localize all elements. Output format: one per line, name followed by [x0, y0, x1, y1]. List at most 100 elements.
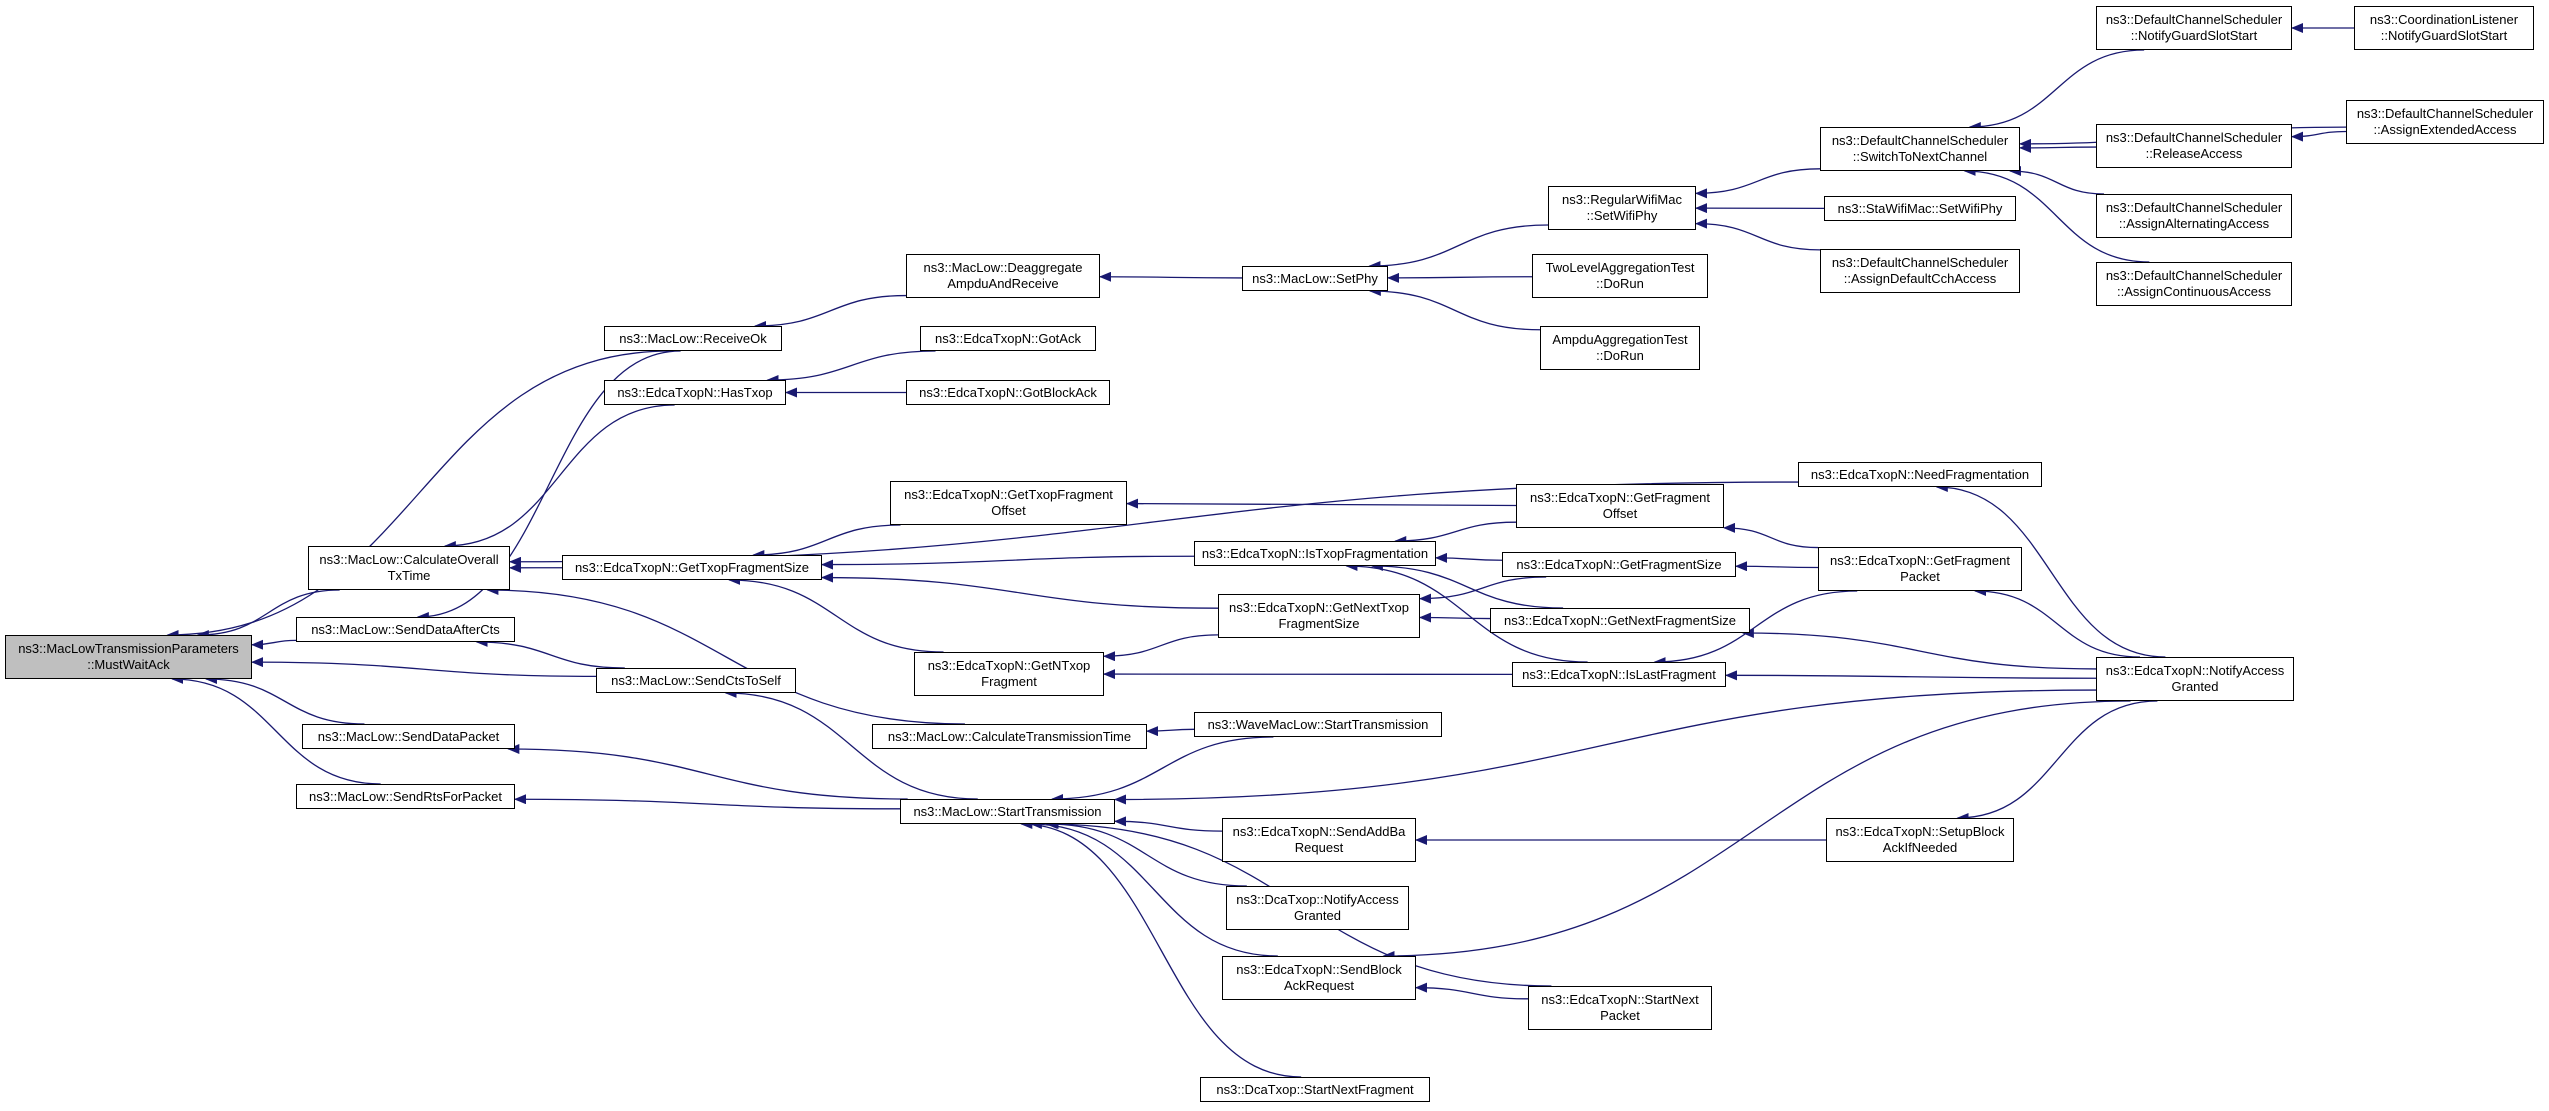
edge-calcTransmissionTime-to-calcOverallTxTime: [486, 585, 965, 725]
edge-startNextPacket-to-sendBlockAckRequest: [1415, 982, 1529, 1000]
edge-getFragmentSize-to-getNextTxopFragmentSize: [1419, 576, 1547, 604]
edge-sendAddBaRequest-to-startTransmission: [1114, 816, 1223, 832]
node-is-last-fragment[interactable]: ns3::EdcaTxopN::IsLastFragment: [1512, 662, 1726, 687]
edge-setPhy-to-deaggregate: [1099, 271, 1243, 282]
node-dca-start-next-fragment[interactable]: ns3::DcaTxop::StartNextFragment: [1200, 1077, 1430, 1102]
edge-isLastFragment-to-isTxopFragmentation: [1345, 561, 1588, 663]
node-is-txop-fragmentation[interactable]: ns3::EdcaTxopN::IsTxopFragmentation: [1194, 541, 1436, 566]
node-set-phy[interactable]: ns3::MacLow::SetPhy: [1242, 266, 1388, 291]
edge-startTransmission-to-sendCtsToSelf: [724, 688, 978, 800]
edge-notifyGuardSlotStart-to-switchToNextChannel: [1968, 49, 2145, 132]
node-release-access[interactable]: ns3::DefaultChannelScheduler::ReleaseAcc…: [2096, 124, 2292, 168]
node-assign-alternating-access[interactable]: ns3::DefaultChannelScheduler::AssignAlte…: [2096, 194, 2292, 238]
edge-calcOverallTxTime-to-root: [196, 589, 340, 640]
edge-startTransmission-to-sendDataPacket: [507, 744, 908, 800]
edge-releaseAccess-to-switchToNextChannel: [2019, 142, 2097, 153]
node-got-ack[interactable]: ns3::EdcaTxopN::GotAck: [920, 326, 1096, 351]
node-send-data-after-cts[interactable]: ns3::MacLow::SendDataAfterCts: [296, 617, 515, 642]
node-has-txop[interactable]: ns3::EdcaTxopN::HasTxop: [604, 380, 786, 405]
node-assign-extended-access[interactable]: ns3::DefaultChannelScheduler::AssignExte…: [2346, 100, 2544, 144]
edge-assignDefaultCchAccess-to-regularSetWifiPhy: [1695, 218, 1821, 251]
edge-getFragmentPacket-to-getFragmentOffset: [1723, 522, 1819, 549]
edge-getFragmentPacket-to-getFragmentSize: [1735, 561, 1819, 572]
edge-getFragmentSize-to-isTxopFragmentation: [1435, 552, 1503, 563]
edge-startTransmission-to-sendRtsForPacket: [514, 794, 901, 810]
edge-switchToNextChannel-to-regularSetWifiPhy: [1695, 168, 1821, 199]
edge-getFragmentOffset-to-isTxopFragmentation: [1394, 521, 1517, 546]
node-ampdu-aggregation-test-dorun[interactable]: AmpduAggregationTest::DoRun: [1540, 326, 1700, 370]
edge-getNextFragmentSize-to-getNextTxopFragmentSize: [1419, 612, 1491, 623]
edge-waveStartTransmission-to-calcTransmissionTime: [1146, 726, 1195, 737]
edge-dcaNotifyAccessGranted-to-startTransmission: [1046, 819, 1247, 887]
node-regular-wifi-mac-set-wifi-phy[interactable]: ns3::RegularWifiMac::SetWifiPhy: [1548, 186, 1696, 230]
edge-edcaNotifyAccessGranted-to-getNextFragmentSize: [1741, 628, 2097, 670]
node-get-next-fragment-size[interactable]: ns3::EdcaTxopN::GetNextFragmentSize: [1490, 608, 1750, 633]
edge-sendCtsToSelf-to-sendDataAfterCts: [475, 637, 625, 669]
edge-isTxopFragmentation-to-getTxopFragmentSize: [821, 555, 1195, 570]
edge-receiveOk-to-root: [166, 350, 671, 640]
edge-getFragmentOffset-to-getTxopFragmentOffset: [1126, 498, 1517, 509]
node-send-rts-for-packet[interactable]: ns3::MacLow::SendRtsForPacket: [296, 784, 515, 809]
edge-assignContinuousAccess-to-switchToNextChannel: [1963, 166, 2150, 263]
edge-sendRtsForPacket-to-root: [171, 674, 381, 785]
edge-gotAck-to-hasTxop: [766, 350, 936, 385]
node-switch-to-next-channel[interactable]: ns3::DefaultChannelScheduler::SwitchToNe…: [1820, 127, 2020, 171]
edge-getNTxopFragment-to-getTxopFragmentSize: [728, 575, 944, 653]
node-send-data-packet[interactable]: ns3::MacLow::SendDataPacket: [302, 724, 515, 749]
edge-getTxopFragmentOffset-to-getTxopFragmentSize: [752, 524, 901, 560]
edge-getNextTxopFragmentSize-to-getNTxopFragment: [1103, 634, 1219, 662]
edge-edcaNotifyAccessGranted-to-isLastFragment: [1725, 670, 2097, 681]
node-send-cts-to-self[interactable]: ns3::MacLow::SendCtsToSelf: [596, 668, 796, 693]
node-calculate-transmission-time[interactable]: ns3::MacLow::CalculateTransmissionTime: [872, 724, 1147, 749]
edge-sendDataAfterCts-to-root: [251, 639, 297, 650]
edge-edcaNotifyAccessGranted-to-startTransmission: [1114, 689, 2097, 805]
edge-getNextTxopFragmentSize-to-getTxopFragmentSize: [821, 572, 1219, 609]
node-assign-continuous-access[interactable]: ns3::DefaultChannelScheduler::AssignCont…: [2096, 262, 2292, 306]
edge-assignExtendedAccess-to-releaseAccess: [2291, 130, 2347, 142]
edge-sendDataPacket-to-root: [204, 674, 365, 725]
edge-twoLevelDoRun-to-setPhy: [1387, 272, 1533, 283]
node-notify-guard-slot-start[interactable]: ns3::DefaultChannelScheduler::NotifyGuar…: [2096, 6, 2292, 50]
edge-edcaNotifyAccessGranted-to-getFragmentPacket: [1974, 586, 2141, 658]
node-receive-ok[interactable]: ns3::MacLow::ReceiveOk: [604, 326, 782, 351]
edge-getFragmentPacket-to-isLastFragment: [1653, 590, 1858, 667]
edge-regularSetWifiPhy-to-setPhy: [1368, 224, 1549, 271]
node-root-mustwaitack[interactable]: ns3::MacLowTransmissionParameters::MustW…: [5, 635, 252, 679]
edge-sendBlockAckRequest-to-startTransmission: [1029, 819, 1278, 957]
edge-ampduDoRun-to-setPhy: [1368, 286, 1541, 331]
node-got-block-ack[interactable]: ns3::EdcaTxopN::GotBlockAck: [906, 380, 1110, 405]
edge-edcaNotifyAccessGranted-to-needFragmentation: [1935, 482, 2166, 658]
edge-dcaStartNextFragment-to-startTransmission: [1020, 819, 1302, 1078]
edge-getNextFragmentSize-to-isTxopFragmentation: [1370, 561, 1564, 609]
edge-waveStartTransmission-to-startTransmission: [1051, 736, 1274, 804]
node-get-fragment-size[interactable]: ns3::EdcaTxopN::GetFragmentSize: [1502, 552, 1736, 577]
edge-edcaNotifyAccessGranted-to-sendBlockAckRequest: [1382, 700, 2131, 961]
node-get-txop-fragment-size[interactable]: ns3::EdcaTxopN::GetTxopFragmentSize: [562, 555, 822, 580]
edge-sendCtsToSelf-to-root: [251, 657, 597, 678]
edge-assignAlternatingAccess-to-switchToNextChannel: [2008, 166, 2105, 195]
node-start-transmission[interactable]: ns3::MacLow::StartTransmission: [900, 799, 1115, 824]
node-need-fragmentation[interactable]: ns3::EdcaTxopN::NeedFragmentation: [1798, 462, 2042, 487]
node-assign-default-cch-access[interactable]: ns3::DefaultChannelScheduler::AssignDefa…: [1820, 249, 2020, 293]
node-sta-wifi-mac-set-wifi-phy[interactable]: ns3::StaWifiMac::SetWifiPhy: [1824, 196, 2016, 221]
edge-edcaNotifyAccessGranted-to-setupBlockAck: [1956, 700, 2158, 823]
node-two-level-aggregation-test-dorun[interactable]: TwoLevelAggregationTest::DoRun: [1532, 254, 1708, 298]
node-wave-start-transmission[interactable]: ns3::WaveMacLow::StartTransmission: [1194, 712, 1442, 737]
edge-deaggregate-to-receiveOk: [754, 294, 907, 331]
node-coordination-listener-notify-guard-slot-start[interactable]: ns3::CoordinationListener::NotifyGuardSl…: [2354, 6, 2534, 50]
